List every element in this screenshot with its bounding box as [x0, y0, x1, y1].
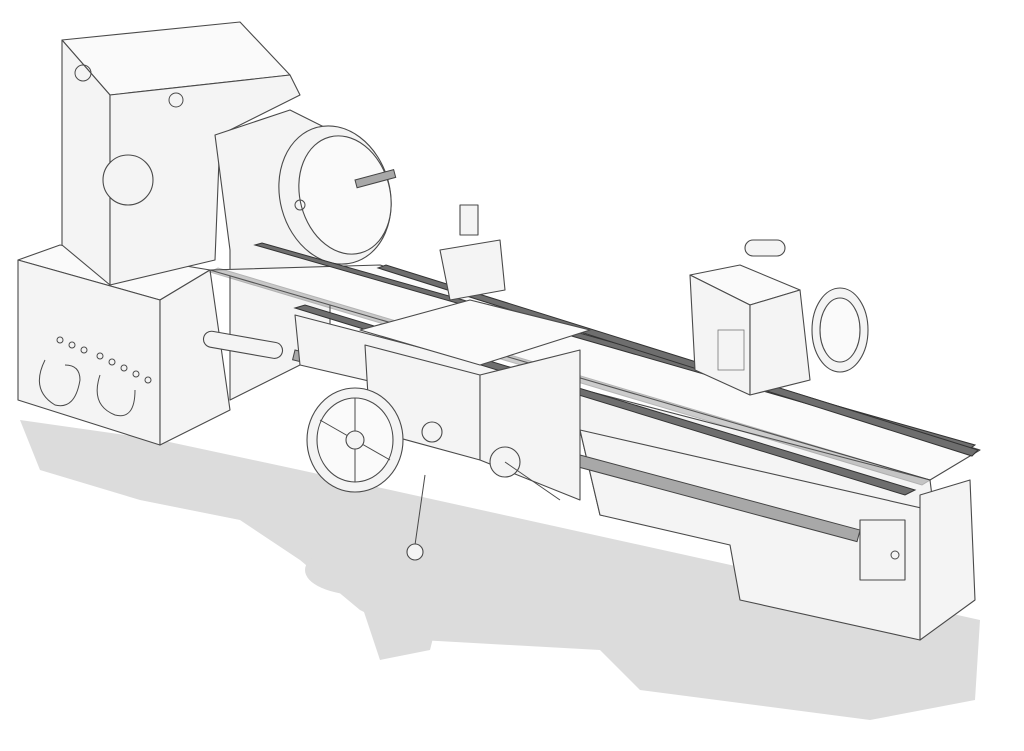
apron-levers [406, 421, 561, 561]
chuck [278, 125, 397, 265]
tool-post-bolt [459, 204, 479, 236]
gearbox-lever-2 [96, 374, 136, 417]
tailstock [689, 239, 869, 396]
gearbox-holes [56, 336, 152, 384]
gearbox-lever-1 [38, 359, 81, 407]
carriage-handwheel [306, 387, 404, 493]
tailstock-end-block [859, 519, 906, 581]
ground-shadow [20, 420, 980, 720]
headstock-knob [102, 154, 154, 206]
